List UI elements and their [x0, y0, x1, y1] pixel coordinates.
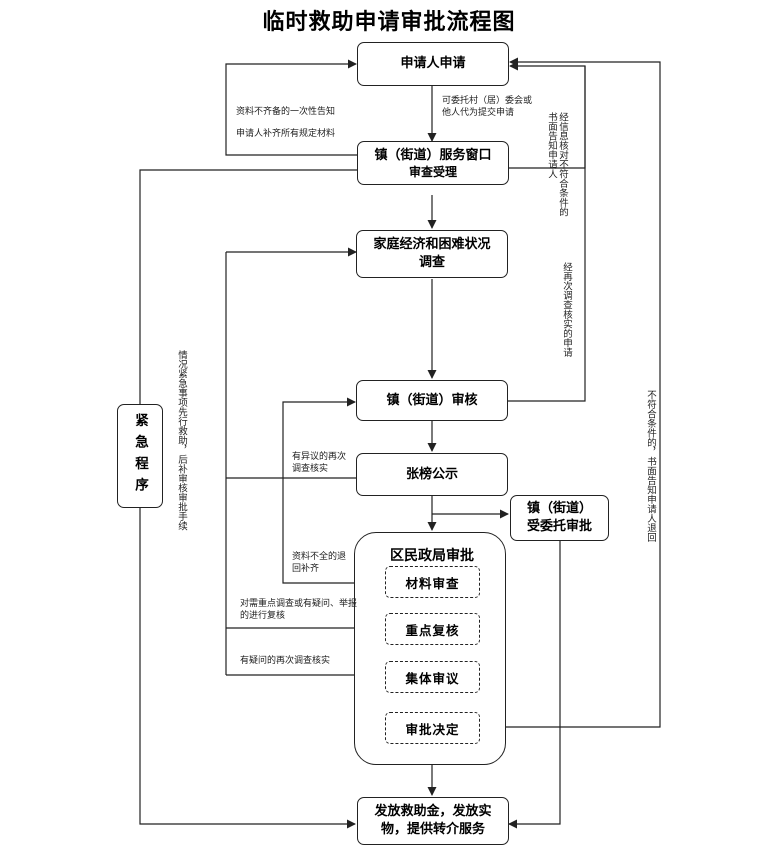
note-entrust-apply: 可委托村（居）委会或他人代为提交申请: [442, 96, 533, 118]
note-emergency-first-aid: 情况紧急事项先行救助，后补审核审批手续: [176, 350, 187, 531]
town-review-box: 镇（街道）审核: [356, 380, 508, 421]
applicant-label: 申请人申请: [400, 56, 466, 71]
bureau-step-collective-review: 集体审议: [385, 661, 480, 693]
service-window-box: 镇（街道）服务窗口 审查受理: [357, 141, 509, 185]
note-not-eligible-written: 经信息核对不符合条件的书面告知申请人: [546, 112, 568, 217]
arrow-review-back: [508, 61, 586, 402]
emergency-label: 紧急程序: [132, 413, 148, 499]
entrusted-line2: 受委托审批: [526, 519, 592, 534]
publicity-label: 张榜公示: [405, 466, 458, 482]
chart-title: 临时救助申请审批流程图: [262, 9, 516, 35]
payout-box: 发放救助金，发放实 物，提供转介服务: [357, 797, 509, 845]
note-return-incomplete: 资料不全的退回补齐: [292, 552, 347, 574]
note-recheck-application: 经再次调查核实的申请: [561, 262, 572, 357]
arrow-reject-return: [482, 57, 661, 728]
town-review-label: 镇（街道）审核: [386, 392, 478, 408]
arrow-emergency-top: [139, 169, 357, 404]
applicant-box: 申请人申请: [357, 42, 509, 86]
service-window-line2: 审查受理: [408, 165, 457, 179]
bureau-step-key-recheck: 重点复核: [385, 613, 480, 645]
entrusted-line1: 镇（街道）: [526, 501, 592, 516]
survey-box: 家庭经济和困难状况 调查: [356, 230, 508, 278]
service-window-line1: 镇（街道）服务窗口: [374, 148, 492, 163]
bureau-step-label: 材料审查: [405, 575, 460, 591]
arrow-entrusted-to-payout: [508, 541, 561, 829]
survey-line1: 家庭经济和困难状况: [373, 237, 491, 252]
note-doubt-recheck: 有疑问的再次调查核实: [240, 656, 331, 666]
arrow-emergency-bottom: [139, 508, 356, 829]
note-incomplete-line1: 资料不齐备的一次性告知: [236, 107, 336, 117]
arrow-incomplete-back: [225, 59, 357, 156]
note-incomplete-line2: 申请人补齐所有规定材料: [236, 129, 336, 139]
payout-line1: 发放救助金，发放实: [374, 804, 492, 819]
bureau-step-decision: 审批决定: [385, 712, 480, 744]
payout-line2: 物，提供转介服务: [380, 822, 485, 837]
bureau-step-label: 集体审议: [405, 670, 460, 686]
bureau-approval-title: 区民政局审批: [390, 548, 474, 564]
arrow-return-incomplete: [282, 397, 385, 584]
publicity-box: 张榜公示: [356, 453, 508, 496]
entrusted-approval-box: 镇（街道） 受委托审批: [510, 495, 609, 541]
bureau-step-label: 审批决定: [405, 721, 460, 737]
note-reject-return: 不符合条件的，书面告知申请人退回: [645, 390, 656, 542]
note-key-recheck: 对需重点调查或有疑问、举报的进行复核: [240, 599, 358, 621]
bureau-step-label: 重点复核: [405, 622, 460, 638]
survey-line2: 调查: [418, 255, 445, 270]
note-objection-recheck: 有异议的再次调查核实: [292, 452, 347, 474]
bureau-step-material-review: 材料审查: [385, 566, 480, 598]
emergency-procedure-box: 紧急程序: [117, 404, 163, 508]
